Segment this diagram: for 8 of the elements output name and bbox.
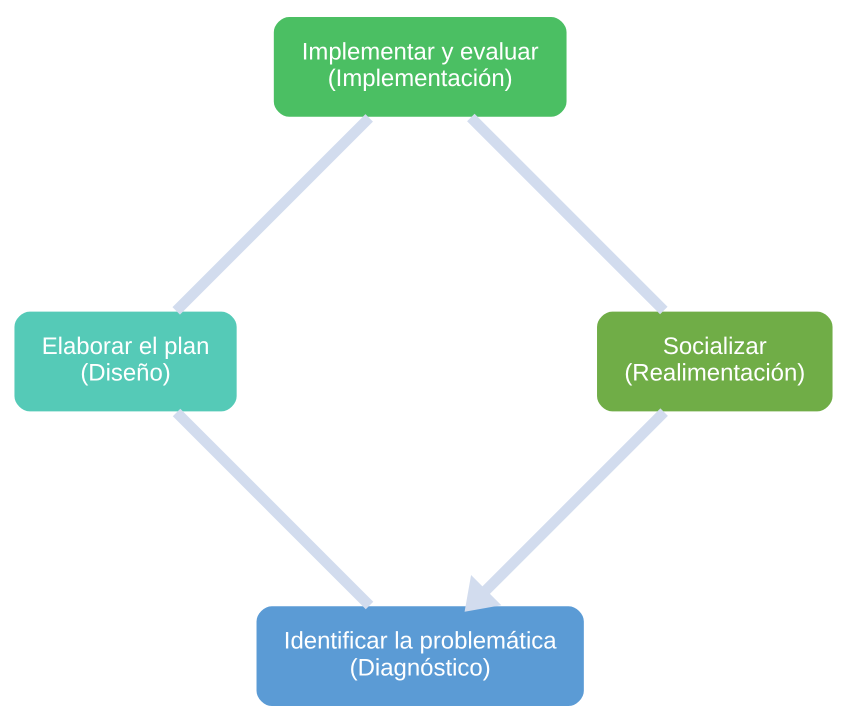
connector — [172, 114, 373, 315]
node-box: Socializar (Realimentación) — [596, 310, 834, 413]
arrow — [464, 408, 668, 612]
connector — [467, 114, 668, 314]
node-box: Identificar la problemática (Diagnóstico) — [255, 604, 586, 708]
node-box: Implementar y evaluar (Implementación) — [272, 16, 568, 118]
connector — [172, 408, 374, 610]
node-box: Elaborar el plan (Diseño) — [13, 310, 238, 413]
